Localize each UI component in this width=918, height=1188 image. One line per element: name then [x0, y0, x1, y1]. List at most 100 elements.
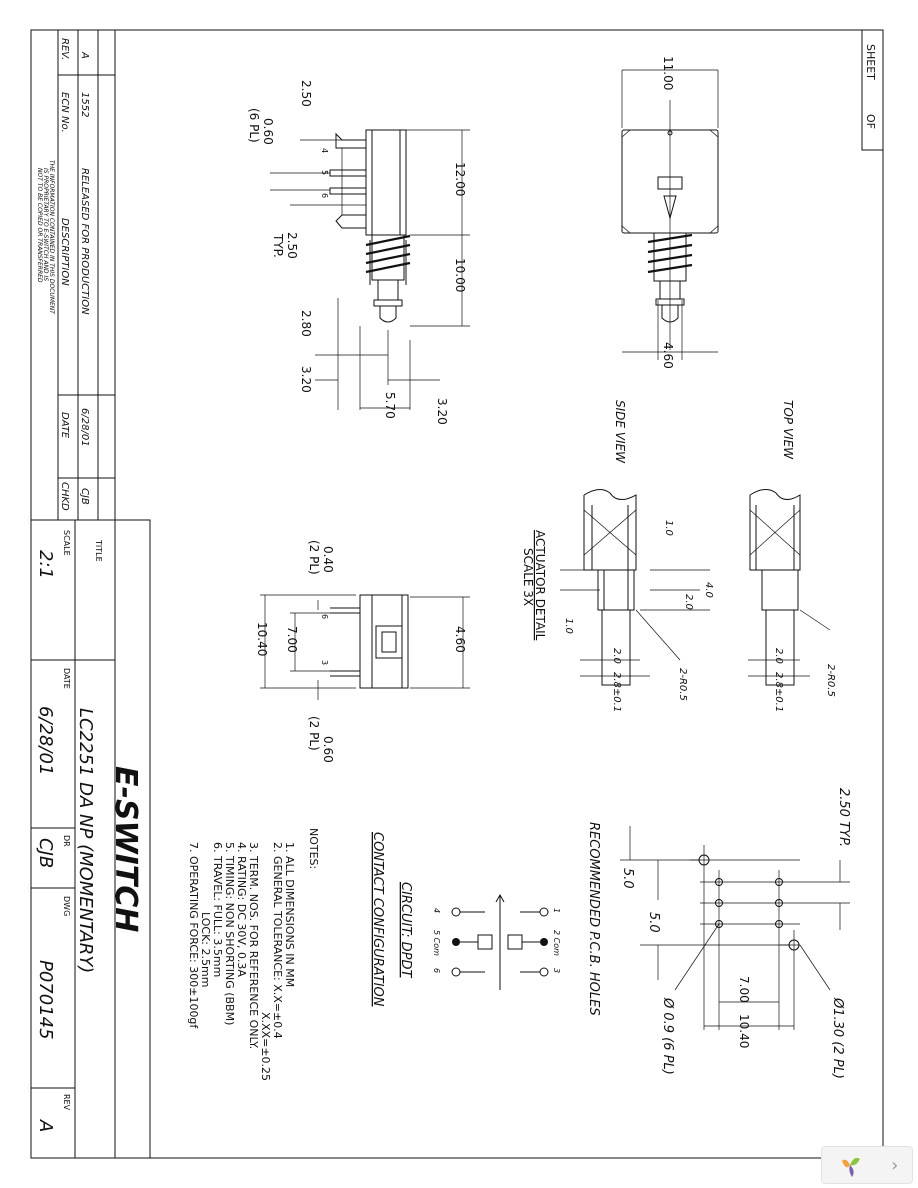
contact-5: 5 Com	[432, 930, 441, 956]
title-label: TITLE	[94, 539, 103, 562]
actuator-detail-title: ACTUATOR DETAIL	[533, 530, 547, 641]
dim-typ: TYP.	[271, 233, 285, 258]
actuator-scale: SCALE 3X	[521, 548, 535, 606]
pcb-5-0a: 5.0	[620, 868, 635, 889]
act-4-0: 4.0	[703, 582, 714, 598]
rev-label: REV	[62, 1094, 71, 1111]
dim-2-80: 2.80	[299, 310, 313, 337]
ecn-header: ECN No.	[59, 92, 70, 133]
term-3: 3	[320, 660, 329, 665]
note-2b: X.XX=±0.25	[259, 1012, 272, 1081]
date-cell: 6/28/01	[79, 408, 90, 447]
contact-config-title: CONTACT CONFIGURATION	[370, 832, 385, 1007]
contact-6: 6	[432, 968, 441, 973]
act-1-0a: 1.0	[663, 520, 674, 536]
notes-block: NOTES: 1. ALL DIMENSIONS IN MM 2. GENERA…	[187, 828, 320, 1081]
description-cell: RELEASED FOR PRODUCTION	[79, 168, 90, 315]
dim-0-40: 0.40	[321, 546, 335, 573]
act-2-0a: 2.0	[683, 594, 694, 610]
act-1-0b: 1.0	[563, 618, 574, 634]
dim-2-50-typ: 2.50	[285, 232, 299, 259]
dim-0-60: 0.60	[261, 118, 275, 145]
scale-value: 2:1	[35, 550, 56, 579]
contact-4: 4	[432, 908, 441, 913]
contact-3: 3	[552, 968, 561, 973]
top-view-label: TOP VIEW	[781, 400, 795, 460]
description-header: DESCRIPTION	[59, 218, 70, 286]
act-2-0b: 2.0	[611, 648, 622, 664]
actuator-detail-drawing	[560, 489, 831, 686]
drawing-title: LC2251 DA NP (MOMENTARY)	[75, 708, 96, 973]
pcb-2-50-typ: 2.50 TYP.	[836, 788, 851, 847]
contact-configuration-drawing	[451, 893, 549, 990]
pcb-dia-0-9: Ø 0.9 (6 PL)	[660, 997, 675, 1075]
sheet-label: SHEET	[864, 44, 877, 80]
term-6b: 6	[320, 614, 329, 619]
dim-4-60: 4.60	[453, 626, 467, 653]
dim-4-60-top: 4.60	[661, 342, 675, 369]
of-label: OF	[864, 114, 877, 129]
top-view-drawing	[621, 69, 719, 360]
side-view-drawing	[270, 129, 470, 410]
pcb-5-0b: 5.0	[646, 912, 661, 933]
pcb-7-00: 7.00	[737, 976, 751, 1003]
title-block: TITLE LC2251 DA NP (MOMENTARY) E-SWITCH …	[31, 519, 151, 1158]
note-6: 6. TRAVEL: FULL: 3.5mm	[211, 842, 224, 977]
dim-3-20a: 3.20	[299, 366, 313, 393]
dim-10-00: 10.00	[453, 258, 467, 292]
rev-header: REV.	[59, 38, 70, 60]
date-label: DATE	[62, 668, 71, 689]
chkd-cell: CJB	[79, 488, 90, 505]
rev-cell: A	[79, 51, 90, 59]
notes-title: NOTES:	[307, 828, 320, 869]
dim-10-40: 10.40	[255, 622, 269, 656]
act-2-8b: 2.8±0.1	[773, 672, 784, 712]
side-view-label: SIDE VIEW	[613, 400, 627, 464]
viewer-logo-icon	[841, 1157, 860, 1177]
date-header: DATE	[59, 412, 70, 439]
pcb-10-40: 10.40	[737, 1014, 751, 1048]
circuit-label: CIRCUIT: DPDT	[398, 882, 413, 978]
chkd-header: CHKD	[59, 482, 70, 511]
viewer-badge[interactable]: ›	[821, 1146, 913, 1184]
dwg-value: P070145	[35, 960, 56, 1040]
proprietary-note-1: THE INFORMATION CONTAINED IN THIS DOCUME…	[48, 160, 55, 315]
note-5: 5. TIMING: NON SHORTING (BBM)	[223, 842, 236, 1025]
note-6b: LOCK: 2.5mm	[199, 912, 212, 987]
note-3: 3. TERM. NOS. FOR REFERENCE ONLY.	[247, 842, 260, 1049]
sheet-border	[30, 29, 884, 1159]
note-1: 1. ALL DIMENSIONS IN MM	[283, 842, 296, 987]
term-6: 6	[320, 193, 329, 198]
dim-2-50: 2.50	[299, 80, 313, 107]
chevron-right-icon[interactable]: ›	[891, 1154, 899, 1176]
dr-label: DR	[62, 835, 71, 847]
dim-5-70: 5.70	[383, 392, 397, 419]
note-4: 4. RATING: DC 30V, 0.3A	[235, 842, 248, 977]
ecn-cell: 1552	[79, 92, 90, 117]
pcb-dia-1-30: Ø1.30 (2 PL)	[830, 997, 845, 1079]
dim-6pl: (6 PL)	[247, 108, 261, 143]
pcb-holes-title: RECOMMENDED P.C.B. HOLES	[586, 822, 601, 1016]
dim-2pl-a: (2 PL)	[307, 540, 321, 575]
date-value: 6/28/01	[35, 706, 56, 775]
dim-12-00: 12.00	[453, 162, 467, 196]
revision-table: REV. ECN No. DESCRIPTION DATE CHKD A 155…	[36, 30, 116, 520]
dwg-label: DWG	[62, 896, 71, 916]
sheet-of-box: SHEET OF	[861, 29, 884, 151]
dim-0-60b: 0.60	[321, 736, 335, 763]
contact-1: 1	[552, 908, 561, 913]
pcb-holes-drawing	[620, 826, 850, 1030]
dim-2pl-b: (2 PL)	[307, 716, 321, 751]
act-r05b: 2-R0.5	[825, 664, 836, 697]
proprietary-note-2: IS PROPRIETARY TO E-SWITCH AND IS	[42, 168, 49, 281]
dim-3-20b: 3.20	[435, 398, 449, 425]
company-logo: E-SWITCH	[108, 766, 143, 932]
act-2-8: 2.8±0.1	[611, 672, 622, 712]
proprietary-note-3: NOT TO BE COPIED OR TRANSFERRED	[36, 168, 43, 283]
scale-label: SCALE	[62, 530, 71, 556]
contact-2: 2 Com	[552, 930, 561, 956]
front-view-drawing	[260, 594, 470, 700]
act-2-0c: 2.0	[773, 648, 784, 664]
dr-value: CJB	[35, 838, 56, 868]
